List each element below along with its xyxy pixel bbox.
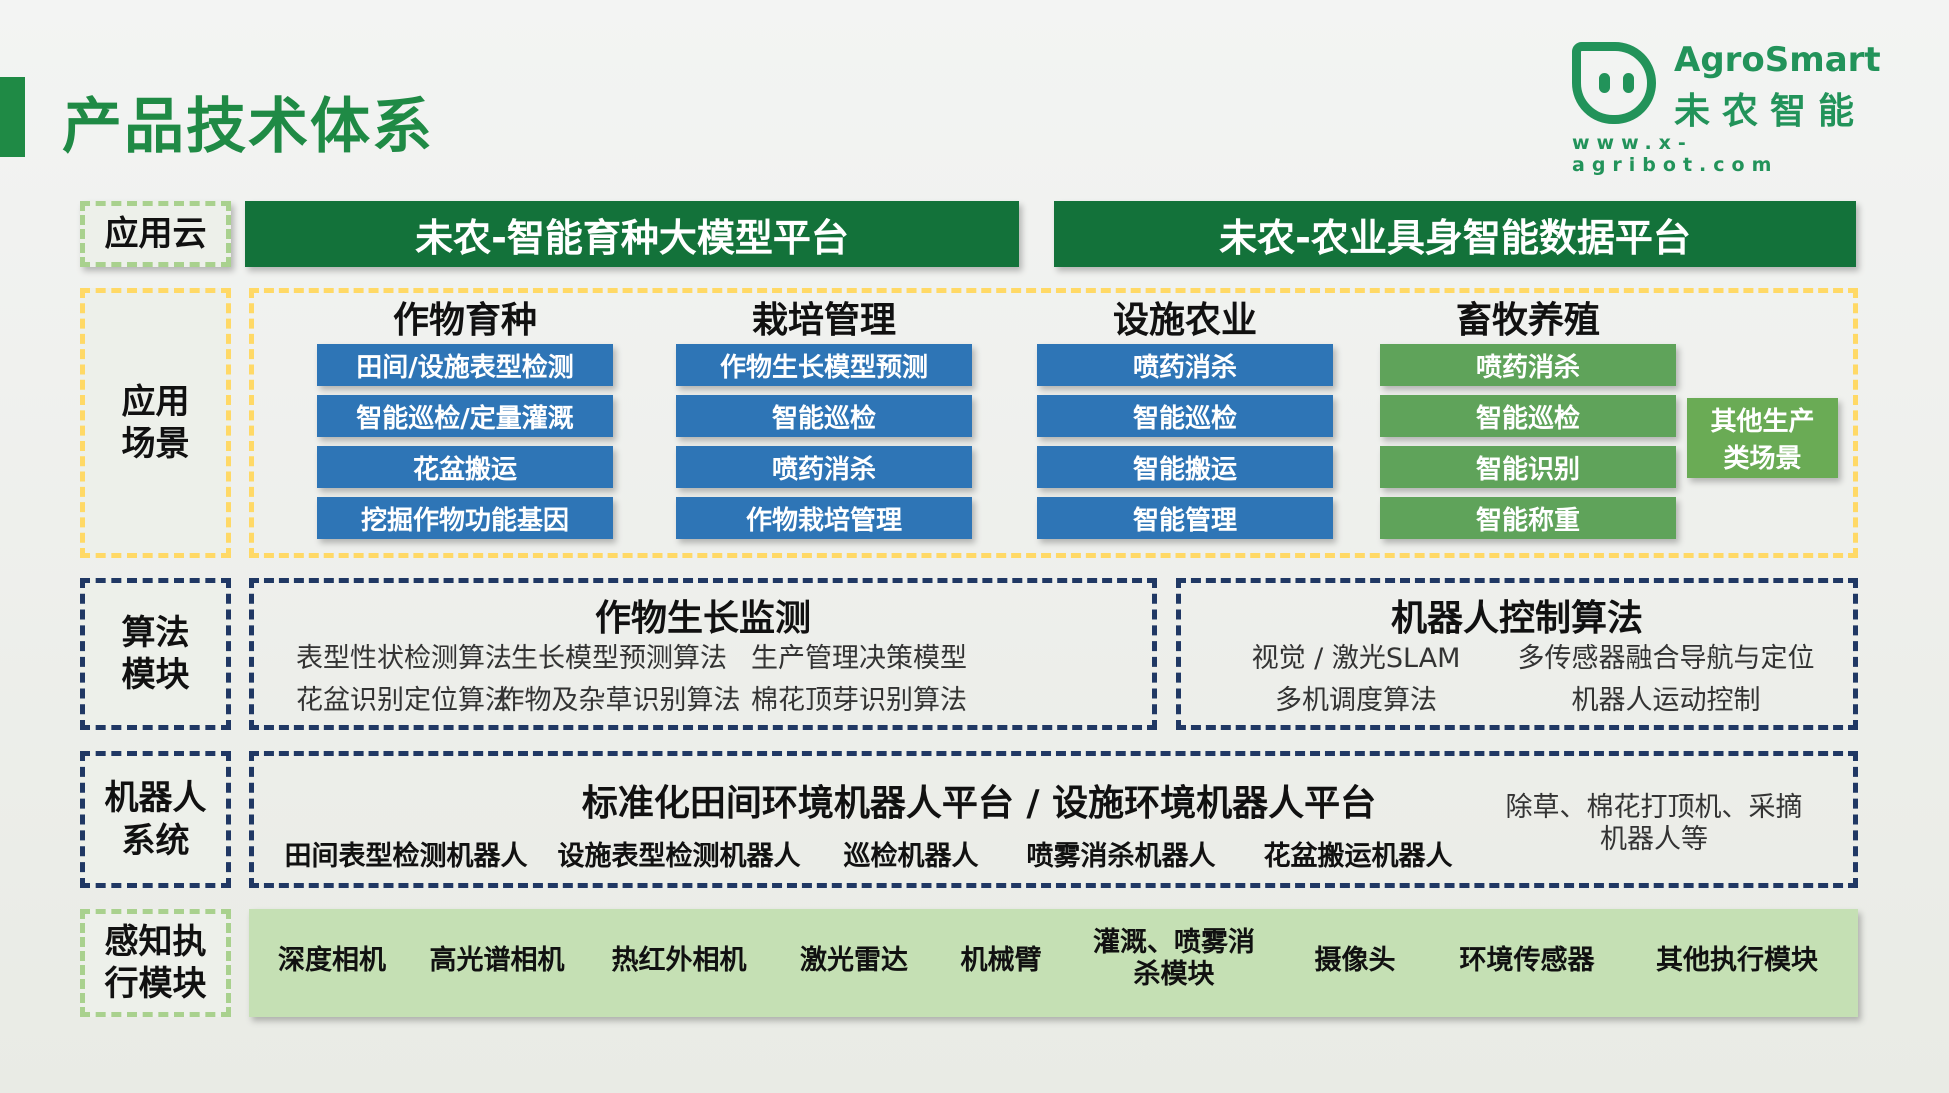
scene-item: 智能巡检 xyxy=(1380,395,1676,437)
logo: AgroSmart 未农智能 www.x-agribot.com xyxy=(1572,40,1881,176)
algorithm-item: 生产管理决策模型 xyxy=(751,643,967,674)
robot-item: 设施表型检测机器人 xyxy=(557,841,801,872)
algorithm-item: 生长模型预测算法 xyxy=(511,643,727,674)
scene-item: 作物栽培管理 xyxy=(676,497,972,539)
other-scenes: 其他生产类场景 xyxy=(1687,398,1838,478)
crop-monitoring-title: 作物生长监测 xyxy=(594,598,811,639)
scene-item: 作物生长模型预测 xyxy=(676,344,972,386)
scene-column-title: 设施农业 xyxy=(1112,300,1257,341)
robot-item: 喷雾消杀机器人 xyxy=(1026,841,1216,872)
scene-item: 智能搬运 xyxy=(1037,446,1333,488)
scene-item: 喷药消杀 xyxy=(676,446,972,488)
label-line: 应用 xyxy=(121,381,190,422)
robot-control-box: 机器人控制算法 视觉 / 激光SLAM 多机调度算法 多传感器融合导航与定位机器人运… xyxy=(1176,578,1858,730)
robots-box: 标准化田间环境机器人平台 / 设施环境机器人平台 田间表型检测机器人设施表型检测… xyxy=(249,751,1858,888)
scene-column-title: 栽培管理 xyxy=(751,300,896,341)
sensing-box: 深度相机 高光谱相机 热红外相机 激光雷达 机械臂 灌溉、喷雾消杀模块 摄像头 环境传感器 其他… xyxy=(249,909,1858,1017)
label-line: 行模块 xyxy=(104,964,207,1004)
robot-item: 花盆搬运机器人 xyxy=(1263,841,1453,872)
sensing-item: 热红外相机 xyxy=(611,945,747,976)
robot-item: 田间表型检测机器人 xyxy=(284,841,528,872)
robots-title: 标准化田间环境机器人平台 / 设施环境机器人平台 xyxy=(581,783,1377,824)
algorithm-item: 棉花顶芽识别算法 xyxy=(751,685,967,716)
label-line: 感知执 xyxy=(104,921,207,962)
algorithm-item: 多传感器融合导航与定位 xyxy=(1517,643,1815,674)
scene-column-title: 作物育种 xyxy=(392,300,537,341)
other-robots: 除草、棉花打顶机、采摘机器人等 xyxy=(1489,792,1819,857)
algorithm-item: 花盆识别定位算法 xyxy=(296,685,512,716)
scene-item: 挖掘作物功能基因 xyxy=(317,497,613,539)
sensing-item: 高光谱相机 xyxy=(429,945,565,976)
algorithm-item: 多机调度算法 xyxy=(1275,685,1437,716)
logo-cn: 未农智能 xyxy=(1674,91,1867,132)
scene-column-title: 畜牧养殖 xyxy=(1455,300,1600,341)
algorithm-item: 作物及杂草识别算法 xyxy=(497,685,741,716)
label-line: 算法 xyxy=(121,612,190,653)
label-line: 场景 xyxy=(121,424,190,464)
platform-breeding: 未农-智能育种大模型平台 xyxy=(245,201,1019,267)
scene-item: 智能巡检/定量灌溉 xyxy=(317,395,613,437)
sensing-item: 摄像头 xyxy=(1314,945,1396,976)
logo-url: www.x-agribot.com xyxy=(1572,132,1779,176)
scene-item: 喷药消杀 xyxy=(1037,344,1333,386)
sensing-item-line: 杀模块 xyxy=(1133,959,1215,991)
platform-data: 未农-农业具身智能数据平台 xyxy=(1054,201,1856,267)
sensing-item: 其他执行模块 xyxy=(1656,945,1818,976)
label-line: 机器人 xyxy=(104,778,207,818)
row-label-robots: 机器人系统 xyxy=(80,751,231,888)
scenes-box xyxy=(249,288,1858,558)
sensing-item: 环境传感器 xyxy=(1459,945,1595,976)
scene-item: 智能管理 xyxy=(1037,497,1333,539)
logo-en: AgroSmart xyxy=(1674,40,1881,80)
row-label-scenes: 应用场景 xyxy=(80,288,231,558)
algorithm-item: 视觉 / 激光SLAM xyxy=(1251,643,1461,674)
algorithm-item: 表型性状检测算法 xyxy=(296,643,512,674)
row-label-cloud: 应用云 xyxy=(80,201,231,267)
sensing-item: 灌溉、喷雾消杀模块 xyxy=(1074,927,1274,992)
other-line: 其他生产 xyxy=(1710,407,1815,437)
scene-item: 智能巡检 xyxy=(1037,395,1333,437)
other-line: 机器人等 xyxy=(1600,824,1708,856)
row-label-algorithms: 算法模块 xyxy=(80,578,231,730)
scene-item: 田间/设施表型检测 xyxy=(317,344,613,386)
sensing-item: 激光雷达 xyxy=(800,945,908,976)
algorithm-item: 机器人运动控制 xyxy=(1571,685,1761,716)
sensing-item: 深度相机 xyxy=(278,945,386,976)
title-accent-bar xyxy=(0,77,25,157)
label-line: 模块 xyxy=(121,655,190,695)
other-line: 类场景 xyxy=(1723,444,1802,474)
scene-item: 智能识别 xyxy=(1380,446,1676,488)
row-label-sensing: 感知执行模块 xyxy=(80,909,231,1017)
scene-item: 智能称重 xyxy=(1380,497,1676,539)
label-line: 系统 xyxy=(121,820,190,861)
sensing-item: 机械臂 xyxy=(960,945,1042,976)
scene-item: 喷药消杀 xyxy=(1380,344,1676,386)
sensing-item-line: 灌溉、喷雾消 xyxy=(1093,927,1255,958)
crop-monitoring-box: 作物生长监测 表型性状检测算法花盆识别定位算法 生长模型预测算法作物及杂草识别算法… xyxy=(249,578,1157,730)
page-title: 产品技术体系 xyxy=(62,92,434,162)
scene-item: 花盆搬运 xyxy=(317,446,613,488)
logo-face-icon xyxy=(1572,42,1656,124)
scene-item: 智能巡检 xyxy=(676,395,972,437)
robot-item: 巡检机器人 xyxy=(843,841,979,872)
other-line: 除草、棉花打顶机、采摘 xyxy=(1505,792,1803,823)
robot-control-title: 机器人控制算法 xyxy=(1390,598,1643,639)
